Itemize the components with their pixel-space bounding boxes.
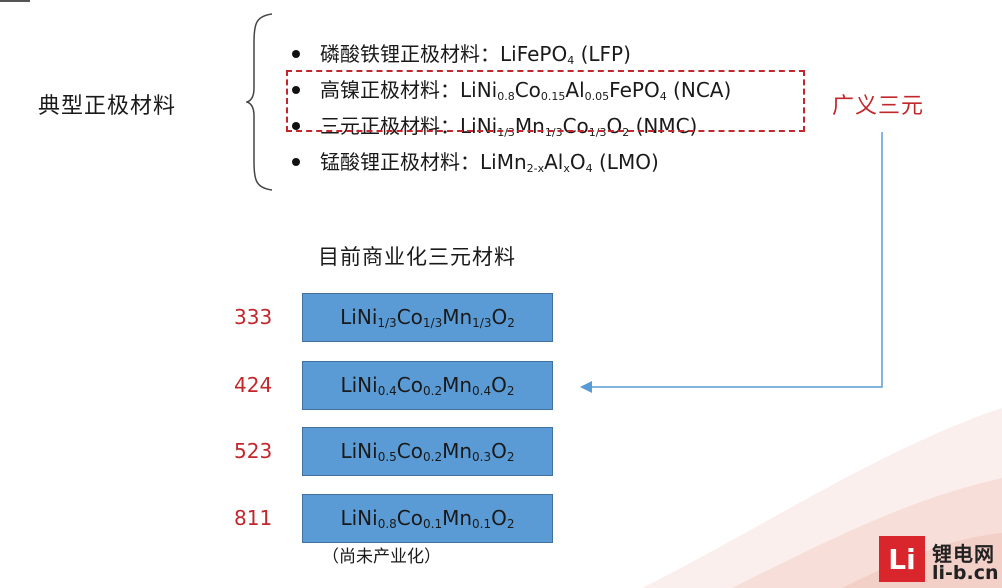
left-brace [246,13,273,191]
ternary-code-label: 424 [234,373,273,397]
formula-text: FePO [609,78,660,102]
ternary-code-label: 811 [234,506,273,530]
material-bullet-item: 磷酸铁锂正极材料：LiFePO4 (LFP) [292,36,731,72]
formula-subscript: 1/3 [497,126,515,139]
bullet-dot-icon [292,85,300,94]
formula-subscript: 0.3 [472,450,492,464]
formula-subscript: 0.2 [423,384,443,398]
not-industrialized-note: （尚未产业化） [322,547,441,567]
formula-text: Co [396,506,423,530]
formula-subscript: 0.05 [584,90,610,103]
formula-subscript: 0.1 [472,517,492,531]
formula-text: Al [544,150,564,174]
logo-url: li-b.cn [932,562,999,584]
formula-text: Mn [514,114,545,138]
formula-text: Mn [442,305,473,329]
material-formula: LiMn2-xAlxO4 (LMO) [480,150,659,174]
formula-text: O [491,373,507,397]
formula-subscript: 1/3 [422,316,443,330]
logo-name: 锂电网 [932,542,995,566]
formula-subscript: 2-x [526,162,545,175]
formula-subscript: 1/3 [377,316,397,330]
formula-text: Al [565,78,585,102]
formula-text: LiMn [480,150,527,174]
formula-subscript: 0.5 [377,450,397,464]
formula-subscript: 0.4 [377,384,397,398]
ternary-formula-box: LiNi0.4Co0.2Mn0.4O2 [302,361,553,410]
formula-subscript: 2 [507,316,515,330]
formula-subscript: 2 [506,384,515,398]
formula-text: (NCA) [666,78,732,102]
formula-subscript: 4 [659,90,667,103]
material-formula: LiNi0.8Co0.15Al0.05FePO4 (NCA) [460,78,731,102]
formula-text: LiNi [340,373,378,397]
formula-subscript: 0.15 [540,90,566,103]
material-formula: LiFePO4 (LFP) [500,42,631,66]
formula-text: LiNi [340,439,378,463]
formula-subscript: 4 [567,54,575,67]
formula-text: LiNi [340,305,378,329]
formula-text: LiNi [460,114,498,138]
formula-subscript: 0.1 [423,517,443,531]
formula-text: (LFP) [574,42,631,66]
formula-subscript: 1/3 [544,126,563,139]
ternary-formula-box: LiNi0.8Co0.1Mn0.1O2 [302,494,553,543]
formula-text: Co [562,114,589,138]
ternary-code-label: 333 [234,305,273,329]
formula-text: O [491,506,507,530]
formula-text: (LMO) [592,150,659,174]
ternary-formula-box: LiNi0.5Co0.2Mn0.3O2 [302,427,553,476]
ternary-code-label: 523 [234,439,273,463]
material-name: 磷酸铁锂正极材料： [320,42,500,66]
formula-text: LiNi [340,506,378,530]
broad-ternary-label: 广义三元 [832,94,925,119]
bullet-dot-icon [292,49,300,58]
formula-subscript: x [563,162,570,175]
material-name: 锰酸锂正极材料： [320,150,480,174]
formula-text: Co [396,439,423,463]
formula-subscript: 0.8 [497,90,515,103]
formula-subscript: 2 [506,517,515,531]
bullet-dot-icon [292,121,300,130]
commercial-ternary-title: 目前商业化三元材料 [318,245,516,269]
ternary-formula-box: LiNi1/3Co1/3Mn1/3O2 [302,293,553,342]
formula-text: Co [396,373,423,397]
formula-text: Mn [442,373,473,397]
connector-line [0,0,30,2]
formula-text: Mn [442,506,473,530]
formula-text: O [491,439,507,463]
material-name: 高镍正极材料： [320,78,460,102]
formula-subscript: 1/3 [472,316,492,330]
formula-text: LiFePO [500,42,568,66]
material-bullet-list: 磷酸铁锂正极材料：LiFePO4 (LFP)高镍正极材料：LiNi0.8Co0.… [292,36,731,180]
formula-text: Co [396,305,423,329]
bullet-dot-icon [292,157,300,166]
formula-subscript: 2 [506,450,515,464]
material-name: 三元正极材料： [320,114,460,138]
formula-text: O [569,150,586,174]
formula-text: Co [514,78,541,102]
typical-materials-label: 典型正极材料 [38,94,177,119]
logo-mark: Li [879,536,925,582]
formula-subscript: 0.4 [472,384,492,398]
formula-subscript: 0.2 [423,450,443,464]
formula-text: LiNi [460,78,498,102]
formula-text: Mn [442,439,473,463]
material-bullet-item: 锰酸锂正极材料：LiMn2-xAlxO4 (LMO) [292,144,731,180]
broad-ternary-highlight-box [286,70,805,132]
material-bullet-item: 高镍正极材料：LiNi0.8Co0.15Al0.05FePO4 (NCA) [292,72,731,108]
formula-subscript: 0.8 [377,517,397,531]
formula-subscript: 4 [585,162,593,175]
formula-text: O [491,305,508,329]
